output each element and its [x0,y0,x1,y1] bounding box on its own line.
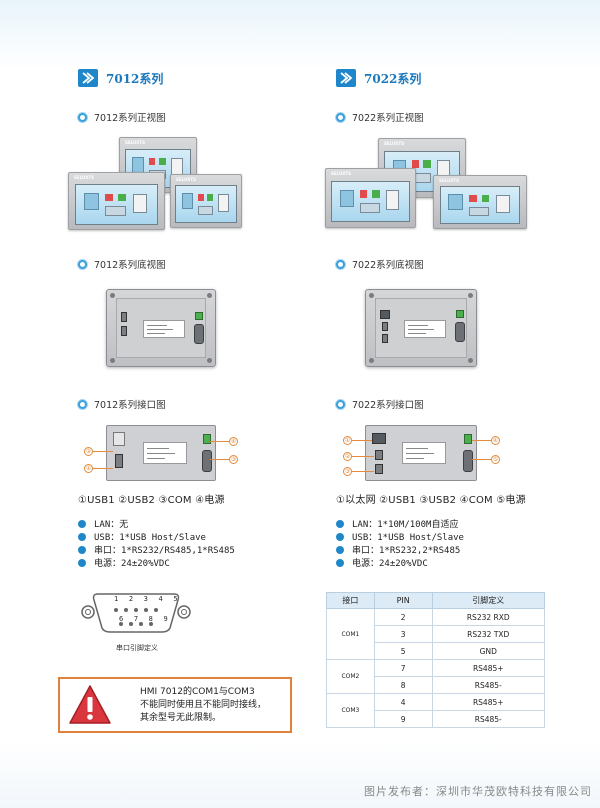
spec-item: 串口：1*RS232,2*RS485 [336,543,464,556]
ring-bullet-icon [78,399,87,409]
hmi-front-image-left: SELUXTS [325,168,416,228]
bullet-dot-icon [78,558,86,567]
table-header-row: 接口 PIN 引脚定义 [326,592,545,609]
callout-3: ③ [229,455,238,464]
bullet-dot-icon [336,532,344,541]
hmi-bottom-view-image [106,289,216,367]
bullet-dot-icon [336,558,344,567]
sub-header-front-7022: 7022系列正视图 [336,110,424,124]
callout-5: ⑤ [491,455,500,464]
sub-header-bottom-7022: 7022系列底视图 [336,257,424,271]
sub-header-label: 7012系列接口图 [94,400,166,411]
table-row: COM2 7 RS485+ [326,659,545,694]
spec-item: 串口：1*RS232/RS485,1*RS485 [78,543,235,556]
spec-list-7022: LAN：1*10M/100M自适应 USB：1*USB Host/Slave 串… [336,517,464,569]
connector-top-pins: 1 2 3 4 5 [114,595,181,603]
warning-triangle-icon [68,684,112,726]
callout-4: ④ [491,436,500,445]
sub-header-label: 7012系列底视图 [94,260,166,271]
table-header: PIN [373,592,433,609]
table-header: 引脚定义 [431,592,545,609]
spec-item: 电源：24±20%VDC [78,556,235,569]
hmi-front-image-right: SELUXTS [433,175,527,229]
spec-item: LAN：无 [78,517,235,530]
sub-header-label: 7012系列正视图 [94,113,166,124]
bullet-dot-icon [78,519,86,528]
sub-header-iface-7022: 7022系列接口图 [336,397,424,411]
table-header: 接口 [326,592,375,609]
bullet-dot-icon [78,532,86,541]
sub-header-front-7012: 7012系列正视图 [78,110,166,124]
bullet-dot-icon [78,545,86,554]
sub-header-label: 7022系列接口图 [352,400,424,411]
chevron-right-icon [78,69,98,87]
connector-caption: 串口引脚定义 [116,644,158,652]
spec-list-7012: LAN：无 USB：1*USB Host/Slave 串口：1*RS232/RS… [78,517,235,569]
callout-1: ① [343,436,352,445]
hmi-front-image-left: SELUXTS [68,172,165,230]
hmi-bottom-view-image [365,289,477,367]
chevron-right-icon [336,69,356,87]
connector-bottom-pins: 6 7 8 9 [119,615,171,623]
sub-header-label: 7022系列正视图 [352,113,424,124]
table-row: 9 RS485- [327,710,545,728]
section-title: 7012系列 [106,71,164,86]
spec-item: 电源：24±20%VDC [336,556,464,569]
table-row: COM3 4 RS485+ [326,693,545,728]
callout-4: ④ [229,437,238,446]
table-row: COM1 2 RS232 RXD [326,608,545,660]
publisher-credit: 图片发布者：深圳市华茂欧特科技有限公司 [364,785,592,798]
warning-text: HMI 7012的COM1与COM3 不能同时使用且不能同时接线， 其余型号无此… [140,687,267,723]
ring-bullet-icon [78,259,87,269]
ring-bullet-icon [336,399,345,409]
pin-definition-table: 接口 PIN 引脚定义 COM1 2 RS232 RXD 3 RS232 TXD… [326,592,545,728]
ring-bullet-icon [78,112,87,122]
interface-diagram-7022 [365,425,477,481]
hmi-front-image-right: SELUXTS [170,174,242,228]
table-row: 3 RS232 TXD [327,625,545,643]
ports-legend-7012: ①USB1 ②USB2 ③COM ④电源 [78,495,225,506]
warning-box: HMI 7012的COM1与COM3 不能同时使用且不能同时接线， 其余型号无此… [58,677,292,733]
callout-2: ② [343,452,352,461]
bullet-dot-icon [336,545,344,554]
sub-header-label: 7022系列底视图 [352,260,424,271]
bullet-dot-icon [336,519,344,528]
serial-connector-diagram: 1 2 3 4 5 6 7 8 9 [80,588,192,636]
callout-2: ② [84,447,93,456]
callout-3: ③ [343,467,352,476]
section-header-7022: 7022系列 [336,68,421,88]
interface-diagram-7012 [106,425,216,481]
ring-bullet-icon [336,259,345,269]
sub-header-iface-7012: 7012系列接口图 [78,397,166,411]
ring-bullet-icon [336,112,345,122]
spec-item: USB：1*USB Host/Slave [78,530,235,543]
section-header-7012: 7012系列 [78,68,163,88]
section-title: 7022系列 [364,71,422,86]
callout-1: ① [84,464,93,473]
spec-item: USB：1*USB Host/Slave [336,530,464,543]
sub-header-bottom-7012: 7012系列底视图 [78,257,166,271]
ports-legend-7022: ①以太网 ②USB1 ③USB2 ④COM ⑤电源 [336,495,526,506]
spec-item: LAN：1*10M/100M自适应 [336,517,464,530]
